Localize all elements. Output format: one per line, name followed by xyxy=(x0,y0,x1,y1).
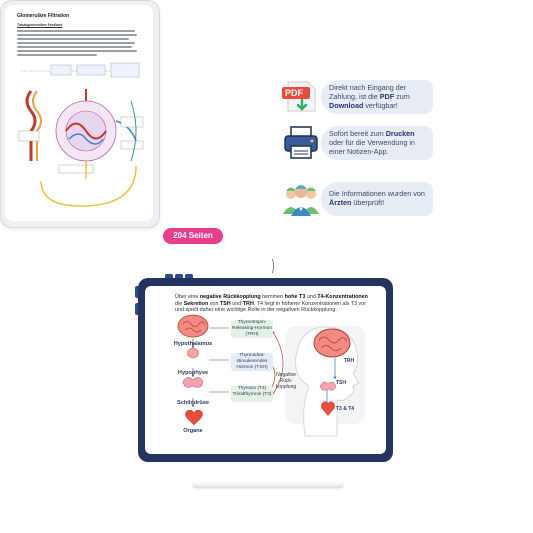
head-label-tsh: TSH xyxy=(336,380,346,386)
feature-pdf-download: Direkt nach Eingang der Zahlung, ist die… xyxy=(321,80,433,114)
tablet-document-preview: Glomeruläre Filtration Tubuloglomeruläre… xyxy=(0,0,160,228)
intro-text: Über eine negative Rückkopplung hemmen h… xyxy=(175,294,368,314)
pdf-icon-label: PDF xyxy=(285,88,303,98)
document-subtitle: Tubuloglomerulärer Feedback xyxy=(17,23,63,27)
tablet-side-button xyxy=(135,303,138,315)
hormone-feedback-page: Über eine negative Rückkopplung hemmen h… xyxy=(145,286,386,454)
feature-verified-by-doctors: Die Informationen wurden von Ärzten über… xyxy=(321,182,433,216)
heart-icon-head xyxy=(321,401,335,416)
text-line xyxy=(17,50,137,52)
hormone-box-trh: Thyreotropin-Releasing-Hormon (TRH) xyxy=(231,320,273,338)
tablet-button xyxy=(175,274,183,279)
document-title: Glomeruläre Filtration xyxy=(17,13,70,19)
thyroid-icon xyxy=(182,377,204,388)
text-line xyxy=(17,30,135,32)
tablet-page-preview: Über eine negative Rückkopplung hemmen h… xyxy=(138,278,393,462)
doctors-icon xyxy=(282,182,320,216)
tablet-button xyxy=(165,274,173,279)
organ-label-organe: Organe xyxy=(183,428,203,434)
feedback-diagram xyxy=(177,314,365,437)
text-line xyxy=(17,54,97,56)
brain-icon xyxy=(177,314,209,338)
document-page: Glomeruläre Filtration Tubuloglomeruläre… xyxy=(5,5,153,221)
feature-print: Sofort bereit zum Drucken oder für die V… xyxy=(321,126,433,160)
tablet-side-button xyxy=(135,286,138,298)
heart-icon xyxy=(185,410,203,426)
stylus-pencil-horizontal xyxy=(193,482,343,487)
head-label-t3-t4: T3 & T4 xyxy=(335,406,355,412)
text-line xyxy=(17,42,135,44)
hormone-box-tsh: Thyreoidea-stimulierendes Hormon (TSH) xyxy=(231,353,273,371)
organ-label-hypothalamus: Hypothalamus xyxy=(173,341,213,347)
pituitary-icon xyxy=(187,347,199,359)
negative-feedback-label: Negative Rück-kopplung xyxy=(275,372,297,390)
printer-icon xyxy=(282,126,320,160)
tablet-button xyxy=(185,274,193,279)
text-line xyxy=(17,38,129,40)
connector-line xyxy=(272,258,274,274)
head-label-trh: TRH xyxy=(343,358,355,364)
hormone-box-t4-t3: Thyroxin (T4) Triiodthyronin (T3) xyxy=(231,386,273,402)
text-line xyxy=(17,34,137,36)
text-line xyxy=(17,46,132,48)
organ-label-hypophyse: Hypophyse xyxy=(177,370,209,376)
brain-head-icon xyxy=(313,328,351,358)
pdf-download-icon: PDF xyxy=(282,80,320,114)
organ-label-schilddruese: Schilddrüse xyxy=(176,400,210,406)
nephron-illustration xyxy=(18,62,144,207)
pages-count-badge: 204 Seiten xyxy=(163,228,223,244)
thyroid-head-icon xyxy=(319,381,337,391)
